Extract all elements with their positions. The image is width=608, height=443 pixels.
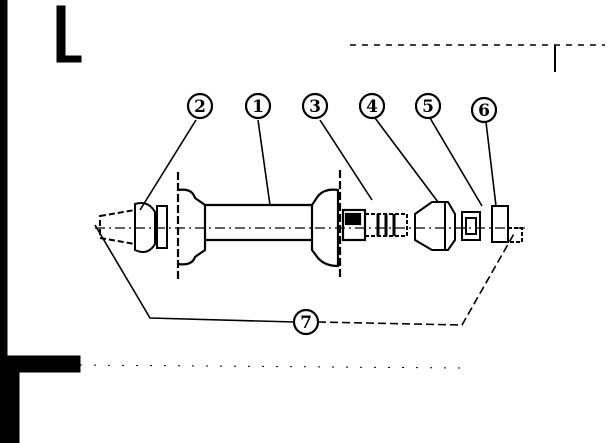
callout-circle <box>414 92 442 120</box>
callout-circle <box>244 92 272 120</box>
left-axle-end <box>99 208 136 246</box>
callout-5: 5 <box>414 92 442 120</box>
left-scan-edge <box>0 0 8 443</box>
callout-label: 3 <box>309 97 321 117</box>
right-bearing-balls <box>344 212 362 226</box>
threaded-axle <box>364 213 408 237</box>
callout-1: 1 <box>244 92 272 120</box>
callout-2: 2 <box>186 92 214 120</box>
callout-6: 6 <box>470 96 498 124</box>
leader-5 <box>429 117 483 207</box>
left-flange <box>176 172 207 280</box>
callout-circle <box>186 92 214 120</box>
washer-body <box>461 211 481 241</box>
locknut-body <box>491 205 509 243</box>
callout-circle <box>470 96 498 124</box>
callout-4: 4 <box>358 92 386 120</box>
leader-6 <box>485 121 497 207</box>
leader-1 <box>257 119 271 206</box>
callout-label: 4 <box>366 97 378 117</box>
callout-circle <box>292 308 320 336</box>
callout-7: 7 <box>292 308 320 336</box>
callout-label: 7 <box>300 313 312 333</box>
bottom-left-scan-bar <box>0 355 81 373</box>
leader-7-left <box>94 224 296 323</box>
washer-hole <box>465 217 477 235</box>
right-flange-body <box>310 188 340 268</box>
left-flange-body <box>177 188 207 266</box>
callout-circle <box>358 92 386 120</box>
cone-body <box>414 201 456 251</box>
spacer-washer-part <box>461 211 481 241</box>
callout-circle <box>301 92 329 120</box>
thread-marks <box>376 214 396 236</box>
leader-4 <box>374 117 439 203</box>
left-bearing <box>156 205 168 249</box>
leader-2 <box>139 119 197 211</box>
leader-3 <box>319 119 373 201</box>
top-left-corner-bar <box>56 5 66 63</box>
leader-lines <box>139 117 497 211</box>
callout-label: 6 <box>478 101 490 121</box>
callout-label: 2 <box>194 97 206 117</box>
top-left-corner-foot <box>56 55 82 63</box>
callout-label: 1 <box>252 97 264 117</box>
bottom-left-scan-edge <box>6 371 20 443</box>
freewheel-cone-part <box>414 201 456 251</box>
leader-7-bracket <box>94 224 516 326</box>
locknut-part <box>491 205 523 243</box>
callout-3: 3 <box>301 92 329 120</box>
hub-shell-part <box>205 203 312 242</box>
right-flange <box>310 170 367 280</box>
left-cone <box>134 202 156 253</box>
bottom-dotted-rule <box>79 364 461 369</box>
leader-7-right <box>317 231 516 326</box>
callout-label: 5 <box>422 97 434 117</box>
left-cone-part <box>99 202 168 253</box>
axle-end-right <box>507 227 523 243</box>
